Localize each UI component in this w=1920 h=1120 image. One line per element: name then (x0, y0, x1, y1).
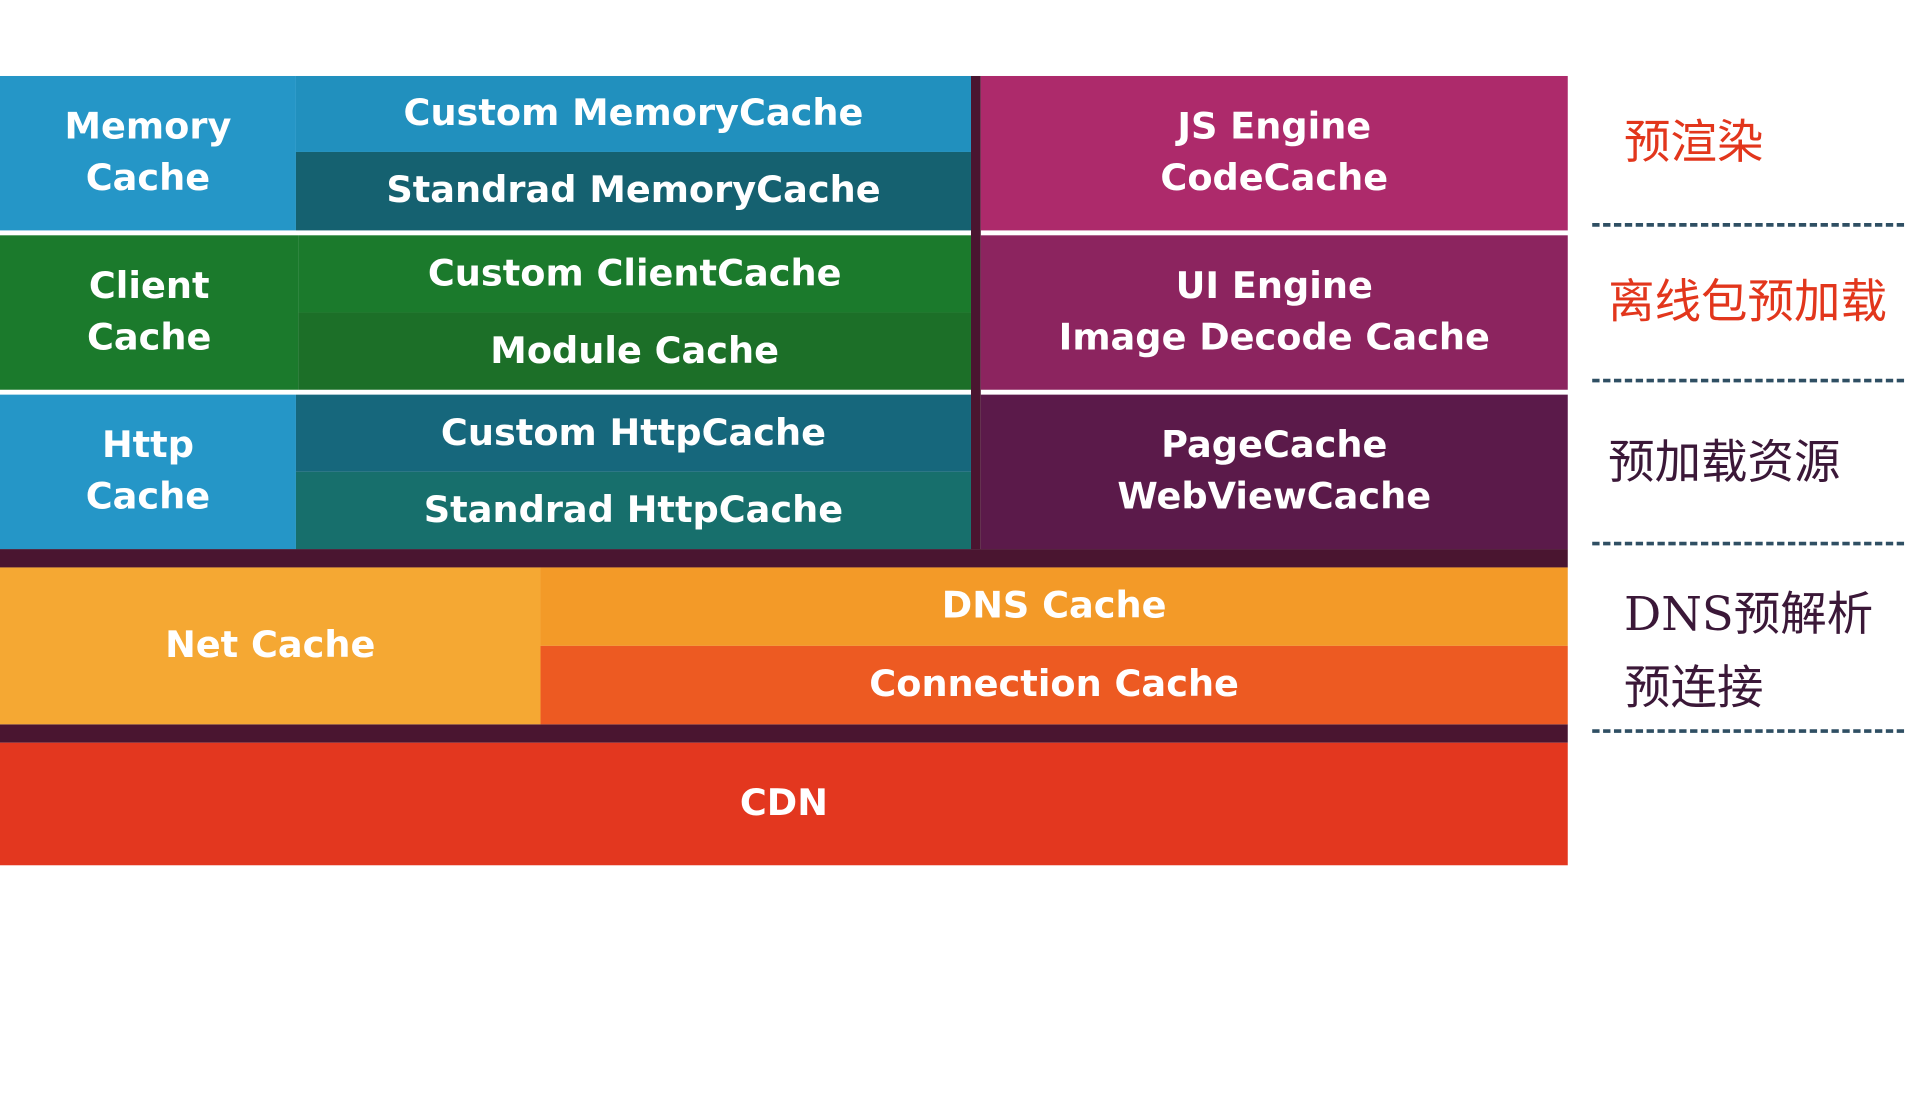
custom-memorycache-label: Custom MemoryCache (403, 91, 864, 135)
http-cache-line-2: Cache (85, 475, 211, 519)
js-engine-line-1: JS Engine (1177, 105, 1372, 149)
ui-engine-line-1: UI Engine (1175, 264, 1373, 308)
pagecache-webviewcache-block: PageCache WebViewCache (980, 394, 1568, 550)
client-cache-line-2: Cache (86, 316, 212, 360)
standrad-memorycache-block: Standrad MemoryCache (295, 151, 971, 231)
net-cache-block: Net Cache (0, 567, 541, 725)
dashed-divider-1 (1592, 223, 1905, 227)
cdn-label: CDN (739, 781, 828, 825)
client-cache-line-1: Client (88, 264, 210, 308)
js-engine-codecache-block: JS Engine CodeCache (980, 75, 1568, 231)
pagecache-line-2: WebViewCache (1117, 475, 1432, 519)
memory-cache-line-2: Cache (85, 156, 211, 200)
divider-cdn (0, 724, 1568, 743)
module-cache-label: Module Cache (490, 329, 780, 372)
side-label-preload-resources: 预加载资源 (1608, 435, 1841, 490)
js-engine-line-2: CodeCache (1160, 156, 1389, 200)
connection-cache-label: Connection Cache (869, 663, 1239, 706)
custom-httpcache-label: Custom HttpCache (440, 411, 827, 455)
module-cache-block: Module Cache (298, 312, 971, 390)
custom-httpcache-block: Custom HttpCache (295, 394, 971, 472)
dashed-divider-4 (1592, 729, 1905, 733)
standrad-memorycache-label: Standrad MemoryCache (386, 169, 881, 213)
side-label-preconnect: 预连接 (1624, 660, 1764, 715)
custom-clientcache-label: Custom ClientCache (427, 251, 842, 295)
connection-cache-block: Connection Cache (540, 645, 1568, 725)
divider-net (0, 549, 1568, 568)
standrad-httpcache-label: Standrad HttpCache (423, 488, 844, 532)
dns-cache-block: DNS Cache (540, 567, 1568, 646)
memory-cache-line-1: Memory (64, 105, 232, 149)
standrad-httpcache-block: Standrad HttpCache (295, 471, 971, 550)
ui-engine-image-decode-block: UI Engine Image Decode Cache (980, 235, 1568, 390)
custom-memorycache-block: Custom MemoryCache (295, 75, 971, 152)
memory-cache-block: Memory Cache (0, 75, 296, 231)
custom-clientcache-block: Custom ClientCache (298, 235, 971, 313)
http-cache-block: Http Cache (0, 394, 296, 550)
client-cache-block: Client Cache (0, 235, 299, 390)
side-label-prerender: 预渲染 (1624, 115, 1764, 170)
net-cache-label: Net Cache (165, 623, 376, 667)
side-label-offline-preload: 离线包预加载 (1608, 274, 1887, 329)
http-cache-line-1: Http (101, 424, 194, 467)
dashed-divider-2 (1592, 378, 1905, 383)
dns-cache-label: DNS Cache (941, 584, 1167, 628)
divider-vertical (970, 75, 981, 550)
side-label-dns-prefetch: DNS预解析 (1624, 587, 1874, 641)
dashed-divider-3 (1592, 541, 1905, 546)
pagecache-line-1: PageCache (1161, 424, 1388, 467)
cdn-block: CDN (0, 742, 1568, 866)
ui-engine-line-2: Image Decode Cache (1058, 316, 1490, 360)
